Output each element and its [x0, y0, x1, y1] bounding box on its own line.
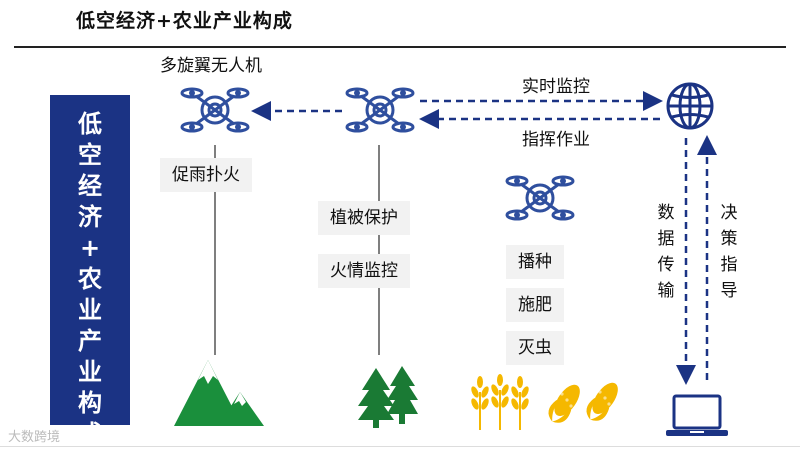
globe-icon [666, 82, 714, 130]
drone-caption: 多旋翼无人机 [160, 56, 262, 76]
arrow-label-bottom: 指挥作业 [522, 130, 590, 150]
trees-icon [358, 366, 418, 428]
watermark: 大数跨境 [8, 430, 61, 445]
pole-mountain [214, 145, 216, 355]
title-divider [14, 46, 786, 48]
bottom-divider [0, 446, 800, 447]
page-title: 低空经济+农业产业构成 [76, 10, 293, 32]
mountain-icon [174, 360, 264, 426]
label-forest-2: 火情监控 [318, 254, 410, 288]
drone-icon-farm [505, 175, 575, 221]
crops-icon [471, 374, 618, 430]
label-forest-1: 植被保护 [318, 201, 410, 235]
vertical-label-right: 决 策 指 导 [720, 203, 738, 301]
side-banner-text: 低 空 经 济 + 农 业 产 业 构 成 [78, 110, 102, 448]
pole-forest [378, 145, 380, 355]
label-farm-3: 灭虫 [506, 331, 564, 365]
label-mountain-1: 促雨扑火 [160, 158, 252, 192]
laptop-icon [666, 394, 728, 436]
drone-icon-center [345, 87, 415, 133]
side-banner: 低 空 经 济 + 农 业 产 业 构 成 [50, 95, 130, 448]
vertical-label-left: 数 据 传 输 [657, 203, 675, 301]
label-farm-1: 播种 [506, 245, 564, 279]
drone-icon-left [180, 87, 250, 133]
arrow-label-top: 实时监控 [522, 77, 590, 97]
label-farm-2: 施肥 [506, 288, 564, 322]
